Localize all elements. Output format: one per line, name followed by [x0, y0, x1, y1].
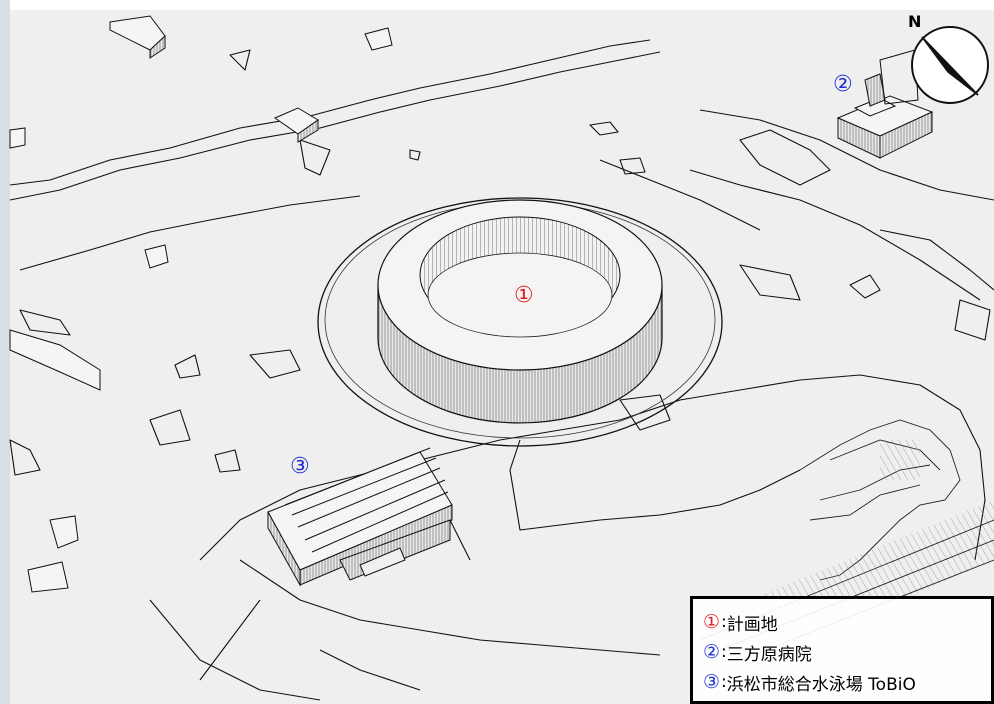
parcel-outline: [229, 49, 251, 71]
site-marker-2: ②: [833, 72, 853, 97]
small-building: [9, 127, 26, 149]
legend-text: 浜松市総合水泳場 ToBiO: [726, 674, 916, 695]
legend-row-hospital: ② : 三方原病院: [703, 637, 981, 667]
parcel-outline: [879, 229, 994, 291]
parcel-outline: [299, 139, 331, 176]
small-building: [297, 119, 319, 143]
small-building: [364, 27, 393, 51]
road-loop: [319, 649, 421, 691]
map-left-edge: [0, 0, 10, 704]
small-building: [49, 515, 79, 549]
road-loop: [199, 599, 261, 681]
north-label: N: [908, 12, 922, 31]
parcel-outline: [619, 157, 646, 175]
legend-marker: ③: [703, 671, 721, 693]
legend-marker: ①: [703, 611, 721, 633]
site-marker-3: ③: [290, 454, 310, 479]
tobio-building: [267, 447, 453, 587]
road-edge: [19, 195, 361, 271]
road-edge: [689, 169, 981, 301]
road-loop: [509, 439, 801, 531]
road-loop: [149, 599, 321, 701]
legend-text: 計画地: [726, 614, 778, 635]
parcel-outline: [174, 354, 201, 379]
legend-text: 三方原病院: [726, 644, 812, 665]
road-loop: [199, 374, 986, 561]
parcel-outline: [849, 274, 881, 299]
stadium-field: [427, 252, 613, 338]
stadium-outer-ring: [317, 197, 723, 447]
parcel-outline: [739, 129, 831, 186]
parcel-outline: [739, 264, 801, 301]
legend-row-planning-site: ① : 計画地: [703, 607, 981, 637]
parcel-outline: [9, 439, 41, 476]
road-edge: [9, 51, 661, 201]
road-edge: [9, 39, 651, 186]
map-legend: ① : 計画地 ② : 三方原病院 ③ : 浜松市総合水泳場 ToBiO: [690, 596, 994, 704]
parcel-outline: [249, 349, 301, 379]
parcel-outline: [409, 149, 421, 161]
road-edge: [699, 109, 994, 201]
small-building: [149, 34, 166, 59]
legend-separator: :: [721, 642, 727, 662]
small-building: [9, 329, 101, 391]
small-building: [144, 244, 169, 269]
legend-marker: ②: [703, 641, 721, 663]
north-arrow: [911, 26, 989, 104]
legend-row-swimming-pool: ③ : 浜松市総合水泳場 ToBiO: [703, 667, 981, 697]
small-building: [27, 561, 69, 593]
hospital-building: [836, 49, 934, 159]
road-edge: [599, 159, 761, 231]
parcel-outline: [954, 299, 991, 341]
road-loop: [239, 559, 661, 656]
site-marker-1: ①: [514, 283, 534, 308]
legend-separator: :: [721, 672, 727, 692]
parcel-outline: [619, 394, 671, 431]
parcel-outline: [214, 449, 241, 473]
parcel-outline: [589, 121, 619, 136]
parcel-outline: [19, 309, 71, 336]
legend-separator: :: [721, 612, 727, 632]
parcel-outline: [149, 409, 191, 446]
